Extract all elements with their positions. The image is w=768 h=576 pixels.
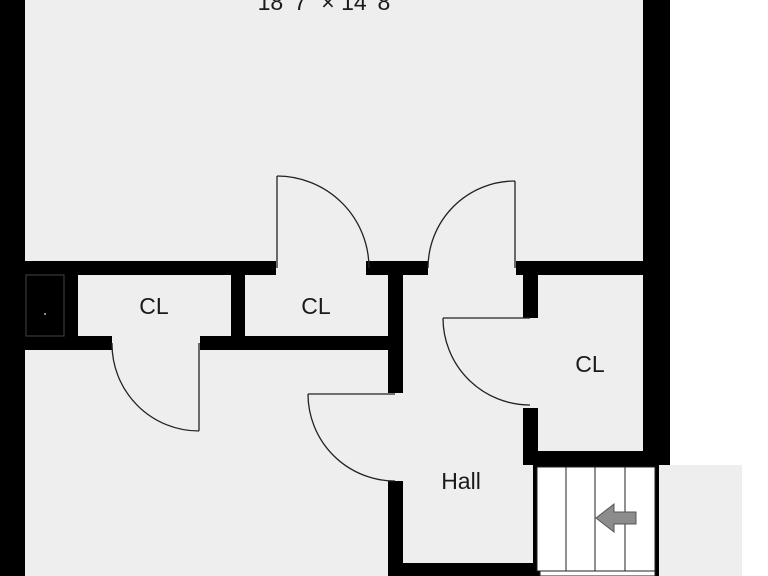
door-gap-left-closet	[112, 334, 200, 352]
niche-dot	[44, 313, 46, 315]
hall-floor-lower	[403, 465, 533, 563]
arrow-left-icon	[595, 502, 637, 534]
door-gap-right-closet	[521, 318, 540, 408]
stair-wall-left	[533, 465, 537, 576]
door-hall-top[interactable]	[427, 180, 516, 269]
closet-right-label: CL	[575, 351, 605, 377]
stairs[interactable]	[536, 466, 656, 572]
closet-right-floor	[538, 275, 643, 451]
door-left-closet[interactable]	[111, 342, 200, 432]
closet-middle-label: CL	[301, 293, 331, 319]
door-hall-left[interactable]	[307, 393, 396, 482]
hall-floor-upper	[403, 275, 523, 465]
door-middle-closet[interactable]	[276, 175, 370, 269]
closet-left-label: CL	[139, 293, 169, 319]
stair-wall-right	[655, 465, 659, 576]
hall-label: Hall	[441, 468, 481, 494]
closet-left-floor	[78, 275, 231, 336]
closet-middle-floor	[245, 275, 388, 336]
small-niche	[25, 274, 65, 337]
stair-landing-floor	[658, 465, 742, 576]
door-gap-hall-left	[386, 393, 405, 481]
door-right-closet[interactable]	[442, 317, 531, 406]
bottom-room-floor	[25, 350, 388, 576]
top-room-floor	[25, 0, 643, 261]
door-gap-middle-closet	[276, 259, 366, 277]
top-room-dimensions: 18' 7" × 14' 8"	[258, 0, 399, 15]
door-gap-hall-top	[428, 259, 516, 277]
stair-bottom-edge	[539, 570, 656, 576]
